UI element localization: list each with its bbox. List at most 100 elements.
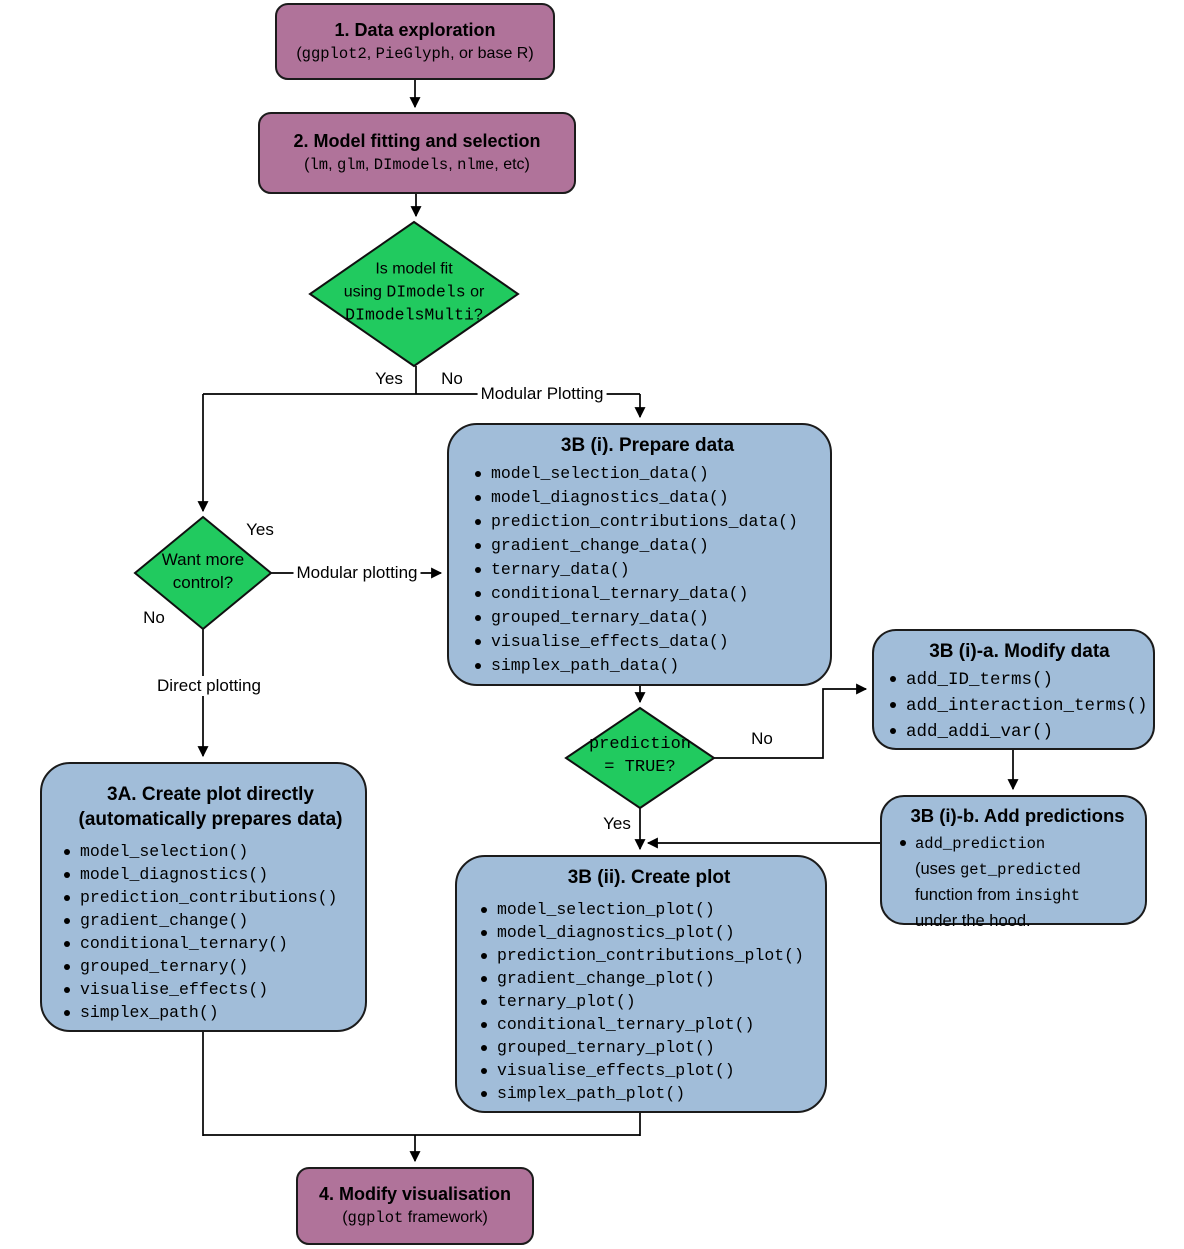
function-name: prediction_contributions() <box>80 888 338 907</box>
function-list-item: conditional_ternary_data() <box>475 582 820 606</box>
plain-text: , etc) <box>494 156 530 173</box>
code-text: lm <box>309 156 329 174</box>
function-list-item: add_ID_terms() <box>890 667 1149 693</box>
function-list: model_selection_plot() model_diagnostics_… <box>481 898 817 1105</box>
plain-text: function from <box>915 886 1015 904</box>
plain-text: ? <box>473 306 483 324</box>
edge-label-yes-control: Yes <box>246 520 274 539</box>
bullet-icon <box>481 1091 487 1097</box>
bullet-icon <box>64 941 70 947</box>
function-list-item: grouped_ternary_data() <box>475 606 820 630</box>
bullet-icon <box>481 1068 487 1074</box>
edge-label-modular-plotting-mid: Modular plotting <box>293 563 421 583</box>
node-3bi-prepare-data: 3B (i). Prepare data model_selection_dat… <box>447 423 832 686</box>
bullet-icon <box>475 471 481 477</box>
function-name: model_diagnostics_plot() <box>497 923 735 942</box>
function-list-item: visualise_effects_data() <box>475 630 820 654</box>
function-name: grouped_ternary() <box>80 957 249 976</box>
function-list-item: prediction_contributions_plot() <box>481 944 817 967</box>
plain-text: using <box>343 283 387 301</box>
node-title: 3B (ii). Create plot <box>567 867 731 888</box>
function-list-item: model_selection_plot() <box>481 898 817 921</box>
node-3a-create-plot-directly: 3A. Create plot directly (automatically … <box>40 762 367 1032</box>
plain-text: or <box>465 283 485 301</box>
node-title: 3B (i)-a. Modify data <box>929 641 1110 662</box>
function-list-item: visualise_effects() <box>64 978 357 1001</box>
function-list-item: simplex_path_plot() <box>481 1082 817 1105</box>
bullet-icon <box>64 987 70 993</box>
bullet-icon <box>64 849 70 855</box>
function-list-item: grouped_ternary_plot() <box>481 1036 817 1059</box>
edge-label-yes-model: Yes <box>375 369 403 388</box>
code-text: DImodelsMulti <box>345 305 474 325</box>
function-list-item: gradient_change_plot() <box>481 967 817 990</box>
plain-text: , <box>364 156 374 173</box>
bullet-icon <box>475 591 481 597</box>
function-list-item: conditional_ternary() <box>64 932 357 955</box>
node-title: 1. Data exploration <box>334 19 496 40</box>
code-text: DImodels <box>373 156 449 174</box>
bullet-icon <box>481 930 487 936</box>
function-list-item: add_addi_var() <box>890 719 1149 745</box>
function-name: ternary_plot() <box>497 992 636 1011</box>
bullet-icon <box>64 1010 70 1016</box>
code-text: ggplot2 <box>301 44 367 63</box>
node-model-fitting: 2. Model fitting and selection (lm, glm,… <box>258 112 576 194</box>
node-subtitle: (lm, glm, DImodels, nlme, etc) <box>304 154 530 176</box>
code-text: PieGlyph <box>375 44 451 63</box>
edge-label-yes-prediction: Yes <box>603 814 631 833</box>
edge-prediction-no-to-modify-data <box>714 683 868 759</box>
code-text: = TRUE? <box>604 758 676 777</box>
decision-control-text: Want more control? <box>128 548 278 594</box>
bullet-icon <box>64 872 70 878</box>
node-title-line: 3A. Create plot directly <box>107 784 314 805</box>
node-title: 3B (i)-b. Add predictions <box>910 805 1125 826</box>
function-name: visualise_effects_plot() <box>497 1061 735 1080</box>
bullet-icon <box>481 976 487 982</box>
bullet-icon <box>475 615 481 621</box>
function-list-item: simplex_path() <box>64 1001 357 1024</box>
node-title-line: (automatically prepares data) <box>78 809 343 830</box>
function-name: model_diagnostics() <box>80 865 269 884</box>
function-name: add_interaction_terms() <box>906 696 1148 716</box>
function-name: visualise_effects() <box>80 980 269 999</box>
decision-model-shape <box>308 220 520 368</box>
plain-text: Want more <box>161 550 245 569</box>
function-name: gradient_change_data() <box>491 536 709 555</box>
bullet-icon <box>64 918 70 924</box>
bullet-icon <box>481 953 487 959</box>
node-title: 4. Modify visualisation <box>318 1184 512 1204</box>
function-name: model_selection_plot() <box>497 900 715 919</box>
function-list-item: prediction_contributions_data() <box>475 510 820 534</box>
function-list-item: gradient_change_data() <box>475 534 820 558</box>
decision-control-shape <box>133 515 273 631</box>
plain-text: control? <box>172 573 234 592</box>
plain-text: , or base R) <box>450 44 534 62</box>
code-text: prediction <box>588 735 692 754</box>
function-list: model_selection_data()model_diagnostics_… <box>475 462 820 678</box>
plain-text: , <box>328 156 337 173</box>
function-name: prediction_contributions_data() <box>491 512 798 531</box>
function-name: model_diagnostics_data() <box>491 488 729 507</box>
node-title: 2. Model fitting and selection <box>293 131 541 151</box>
decision-prediction-shape <box>564 706 716 810</box>
function-list-item: add_interaction_terms() <box>890 693 1149 719</box>
code-text: nlme <box>457 156 495 174</box>
function-list-item: visualise_effects_plot() <box>481 1059 817 1082</box>
code-text: glm <box>336 156 365 174</box>
edge-label-direct-plotting: Direct plotting <box>154 676 264 696</box>
function-name: add_ID_terms() <box>906 670 1054 690</box>
node-subtitle: (ggplot2, PieGlyph, or base R) <box>296 43 533 65</box>
function-list-item: model_diagnostics_plot() <box>481 921 817 944</box>
function-name: ternary_data() <box>491 560 630 579</box>
plain-text: ( <box>342 1209 348 1226</box>
function-list-item: gradient_change() <box>64 909 357 932</box>
bullet-icon <box>64 895 70 901</box>
function-name: grouped_ternary_plot() <box>497 1038 715 1057</box>
code-text: DImodels <box>386 282 466 302</box>
edge-label-modular-plotting-top: Modular Plotting <box>477 384 607 404</box>
function-name: visualise_effects_data() <box>491 632 729 651</box>
bullet-icon <box>890 676 896 682</box>
function-name: simplex_path_plot() <box>497 1084 686 1103</box>
